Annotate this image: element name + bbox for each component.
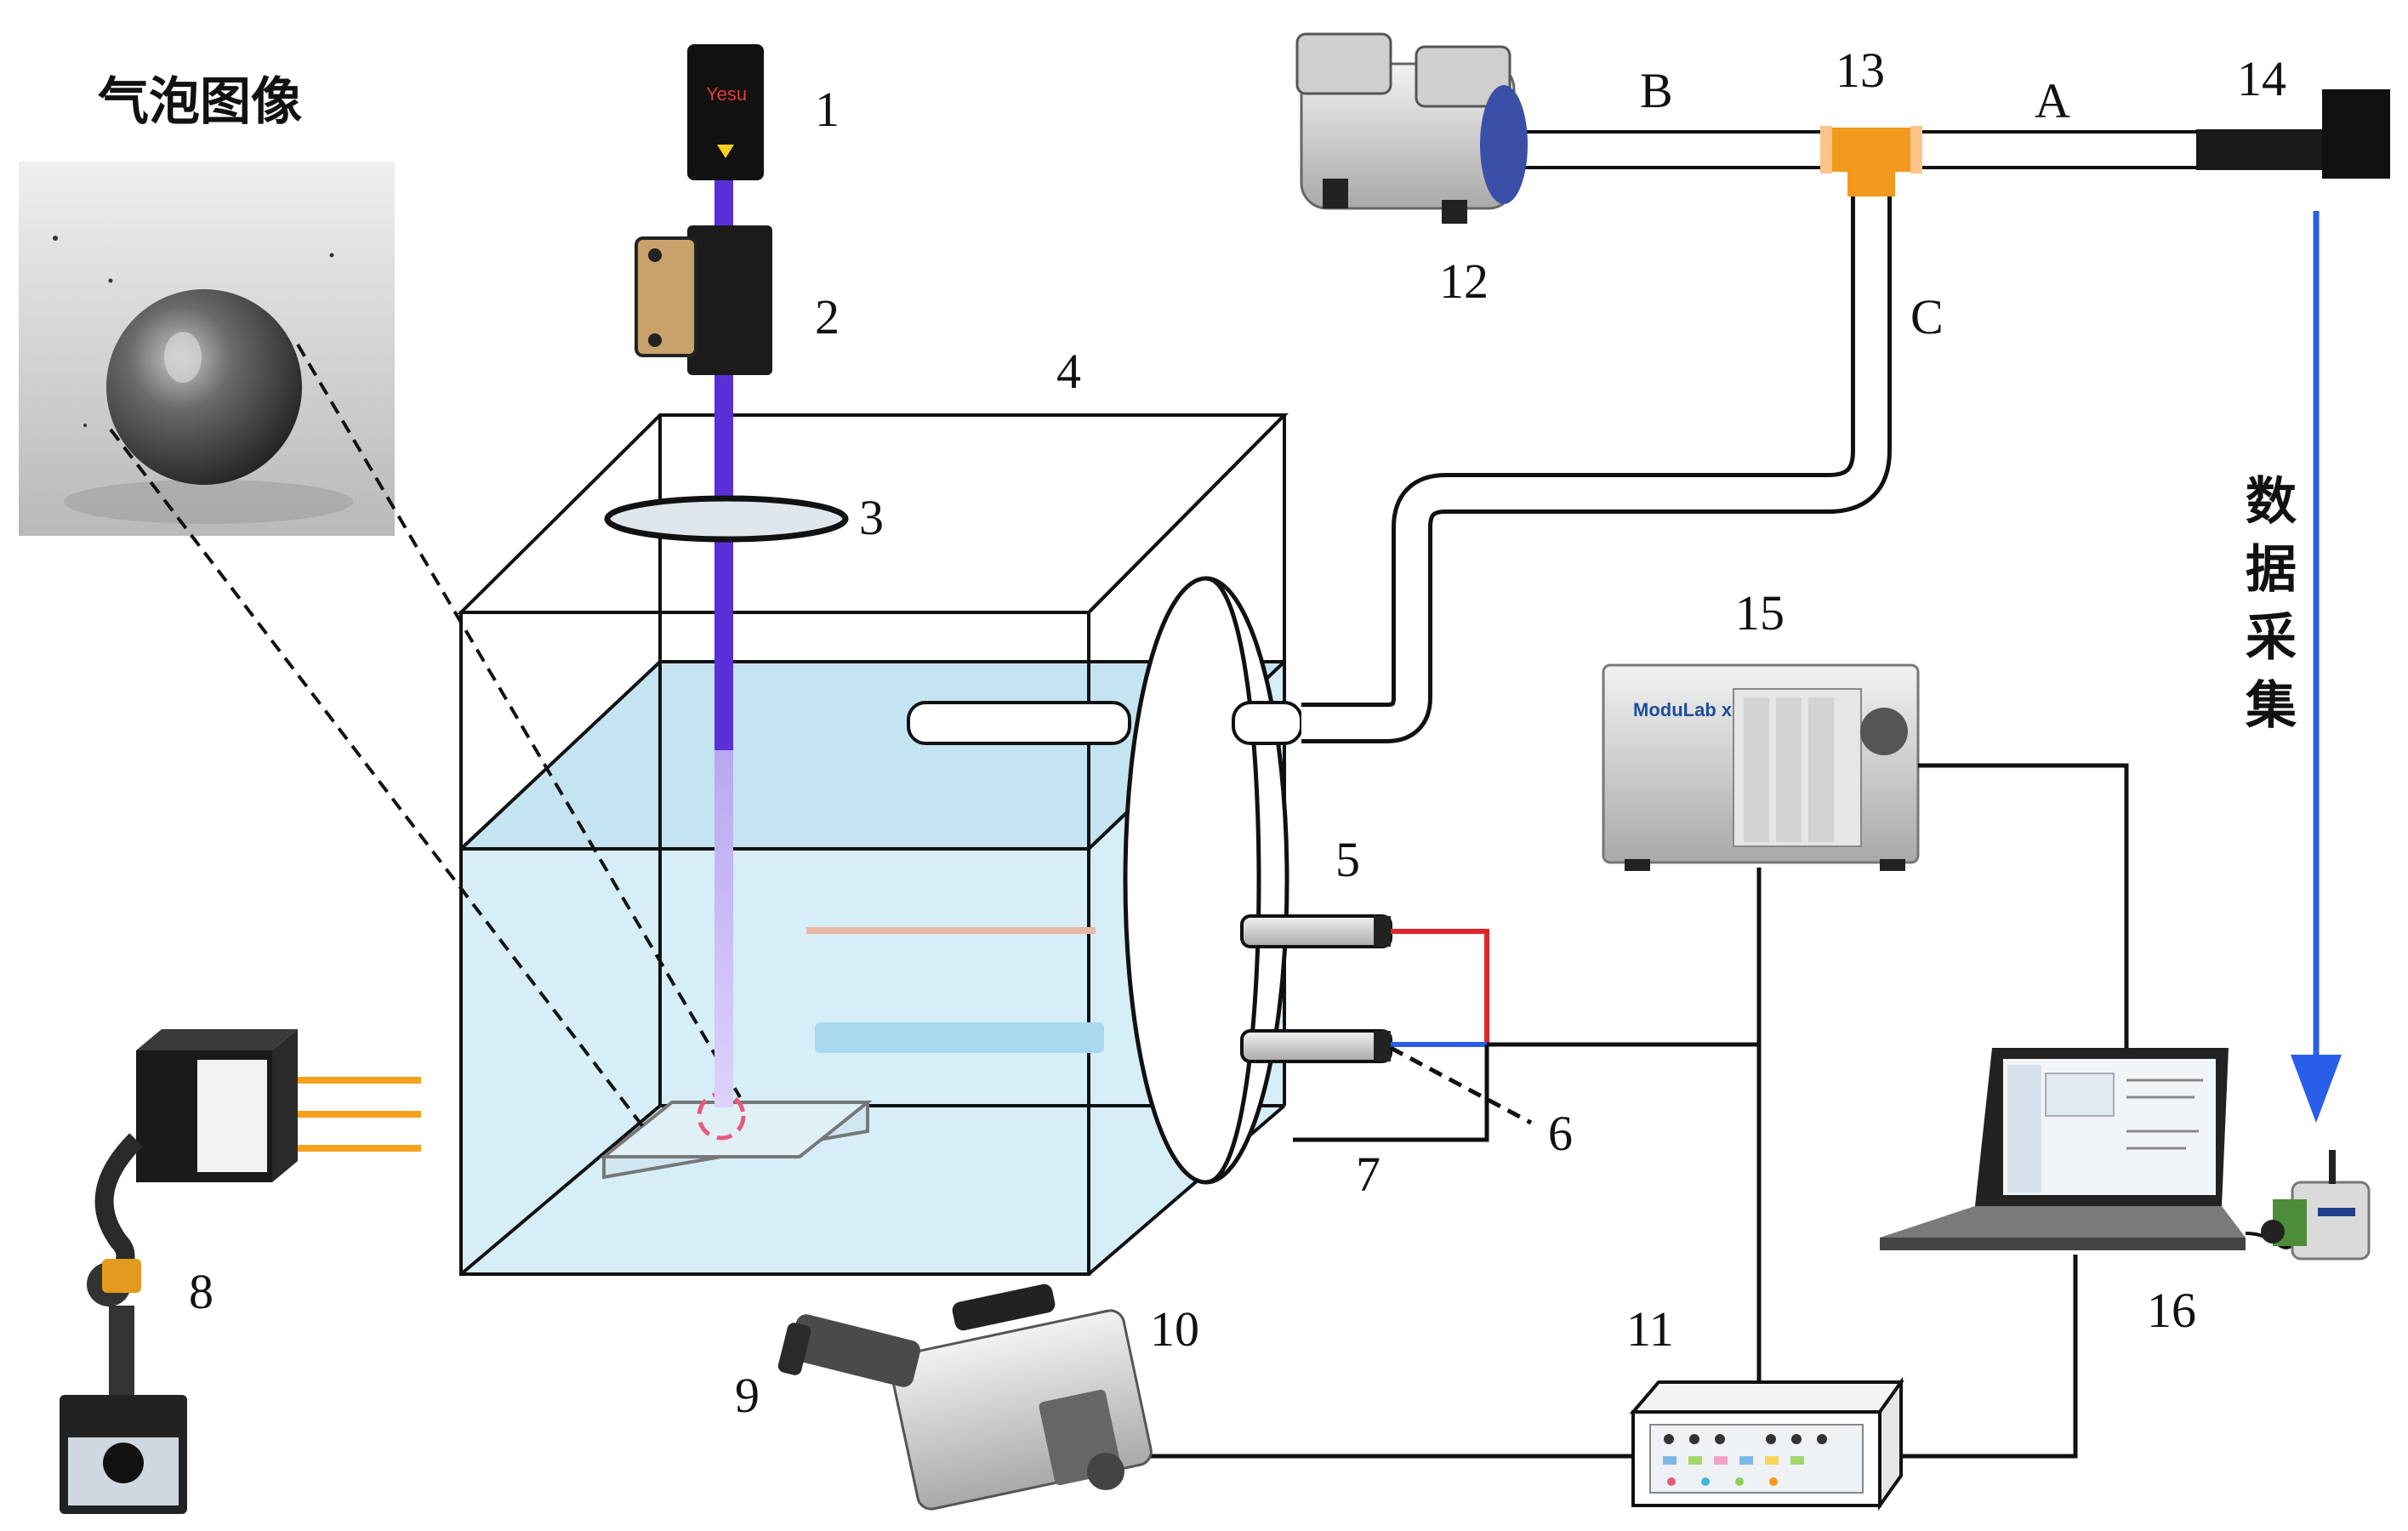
label-12: 12	[1439, 253, 1489, 309]
data-acquisition-char: 集	[2245, 676, 2297, 736]
working-electrode-wire	[806, 927, 1096, 934]
label-16: 16	[2147, 1283, 2196, 1338]
sensor-14-cable	[2196, 129, 2332, 170]
camera-lens-9	[777, 1314, 920, 1387]
tee-connector-13	[1820, 126, 1922, 196]
potentiostat-15: ModuLab xm	[1602, 663, 1920, 871]
ground-wire	[1293, 1044, 1489, 1142]
daq-device	[2245, 1150, 2371, 1261]
label-6: 6	[1548, 1106, 1573, 1161]
gas-inlet-tube	[907, 701, 1303, 745]
pipe-label-c: C	[1910, 289, 1944, 344]
data-arrow-head	[2291, 1055, 2342, 1123]
data-acquisition-char: 数	[2246, 472, 2297, 532]
controller-11	[1629, 1376, 1904, 1511]
label-5: 5	[1335, 832, 1360, 887]
red-wire	[1391, 929, 1489, 1044]
bubble-icon	[106, 289, 302, 485]
beam-expander	[635, 225, 772, 375]
label-9: 9	[735, 1368, 760, 1423]
flow-sensor-14	[2322, 89, 2390, 179]
high-speed-camera-10	[889, 1283, 1153, 1511]
tank-flange	[1123, 576, 1289, 1185]
label-2: 2	[815, 289, 840, 344]
light-source-8	[60, 1029, 298, 1514]
signal-wires	[1141, 763, 2129, 1459]
electrode-connectors	[1240, 914, 1392, 1063]
wire-6-leader	[1389, 1045, 1533, 1125]
laser-brand: Yesu	[706, 83, 747, 105]
label-3: 3	[859, 490, 884, 545]
potentiostat-brand: ModuLab xm	[1633, 699, 1749, 720]
focusing-lens	[604, 495, 849, 543]
air-pump-12	[1295, 32, 1528, 224]
gas-pipes	[1301, 130, 2200, 743]
bubble-image-title: 气泡图像	[98, 72, 302, 132]
label-10: 10	[1150, 1301, 1199, 1357]
counter-electrode	[815, 1022, 1104, 1053]
pipe-label-a: A	[2035, 73, 2070, 128]
label-15: 15	[1735, 585, 1785, 640]
data-acquisition-char: 据	[2246, 540, 2297, 600]
data-acquisition-char: 采	[2246, 608, 2297, 668]
label-8: 8	[189, 1264, 213, 1319]
label-7: 7	[1356, 1147, 1380, 1202]
label-4: 4	[1056, 344, 1081, 399]
projection-lines	[109, 343, 742, 1133]
label-1: 1	[815, 82, 840, 137]
laser-source: Yesu	[687, 44, 764, 180]
label-11: 11	[1626, 1301, 1674, 1357]
label-14: 14	[2237, 51, 2286, 106]
pipe-label-b: B	[1640, 63, 1673, 118]
laptop-16	[1880, 1048, 2246, 1250]
data-acquisition-label: 数 据 采 集	[2245, 472, 2297, 736]
light-rays	[298, 1077, 421, 1152]
bubble-image: 气泡图像	[19, 72, 395, 536]
label-13: 13	[1836, 43, 1885, 98]
